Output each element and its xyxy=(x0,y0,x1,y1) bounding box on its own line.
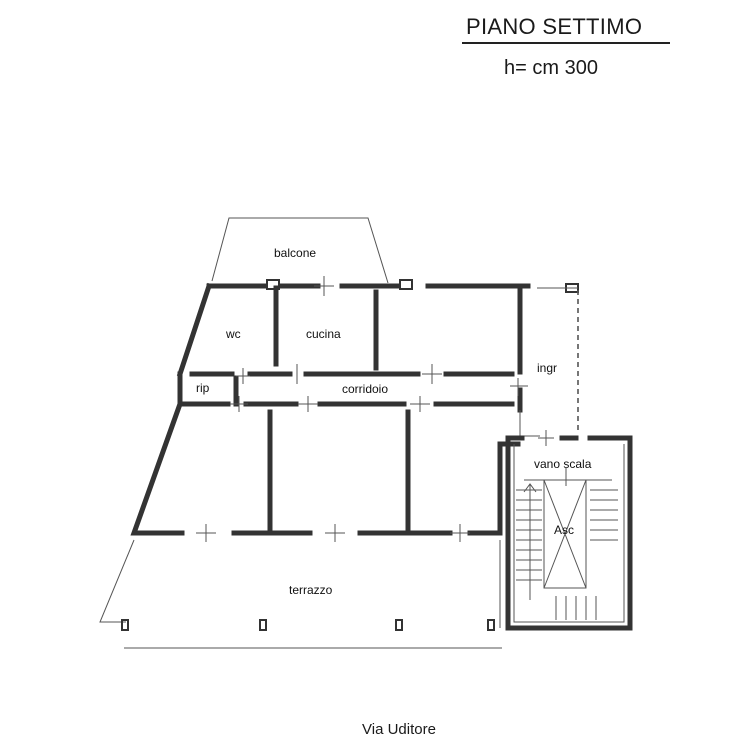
street-name: Via Uditore xyxy=(362,721,436,738)
room-label-rip: rip xyxy=(196,381,210,395)
door-marks xyxy=(196,276,528,542)
room-label-corridoio: corridoio xyxy=(342,382,388,396)
room-label-cucina: cucina xyxy=(306,327,341,341)
room-label-vano-scala: vano scala xyxy=(534,457,592,471)
exterior-walls xyxy=(130,282,531,536)
balcone-outline xyxy=(211,217,389,284)
room-label-wc: wc xyxy=(225,327,241,341)
ceiling-height: h= cm 300 xyxy=(504,57,598,79)
terrazzo-outline xyxy=(99,539,502,649)
room-label-ingr: ingr xyxy=(537,361,557,375)
room-label-balcone: balcone xyxy=(274,246,316,260)
vano-scala-core xyxy=(505,430,633,631)
floor-title: PIANO SETTIMO xyxy=(466,14,643,39)
interior-walls xyxy=(179,285,515,531)
room-label-terrazzo: terrazzo xyxy=(289,583,333,597)
title-underline xyxy=(462,42,670,44)
room-label-asc: Asc xyxy=(554,523,574,537)
